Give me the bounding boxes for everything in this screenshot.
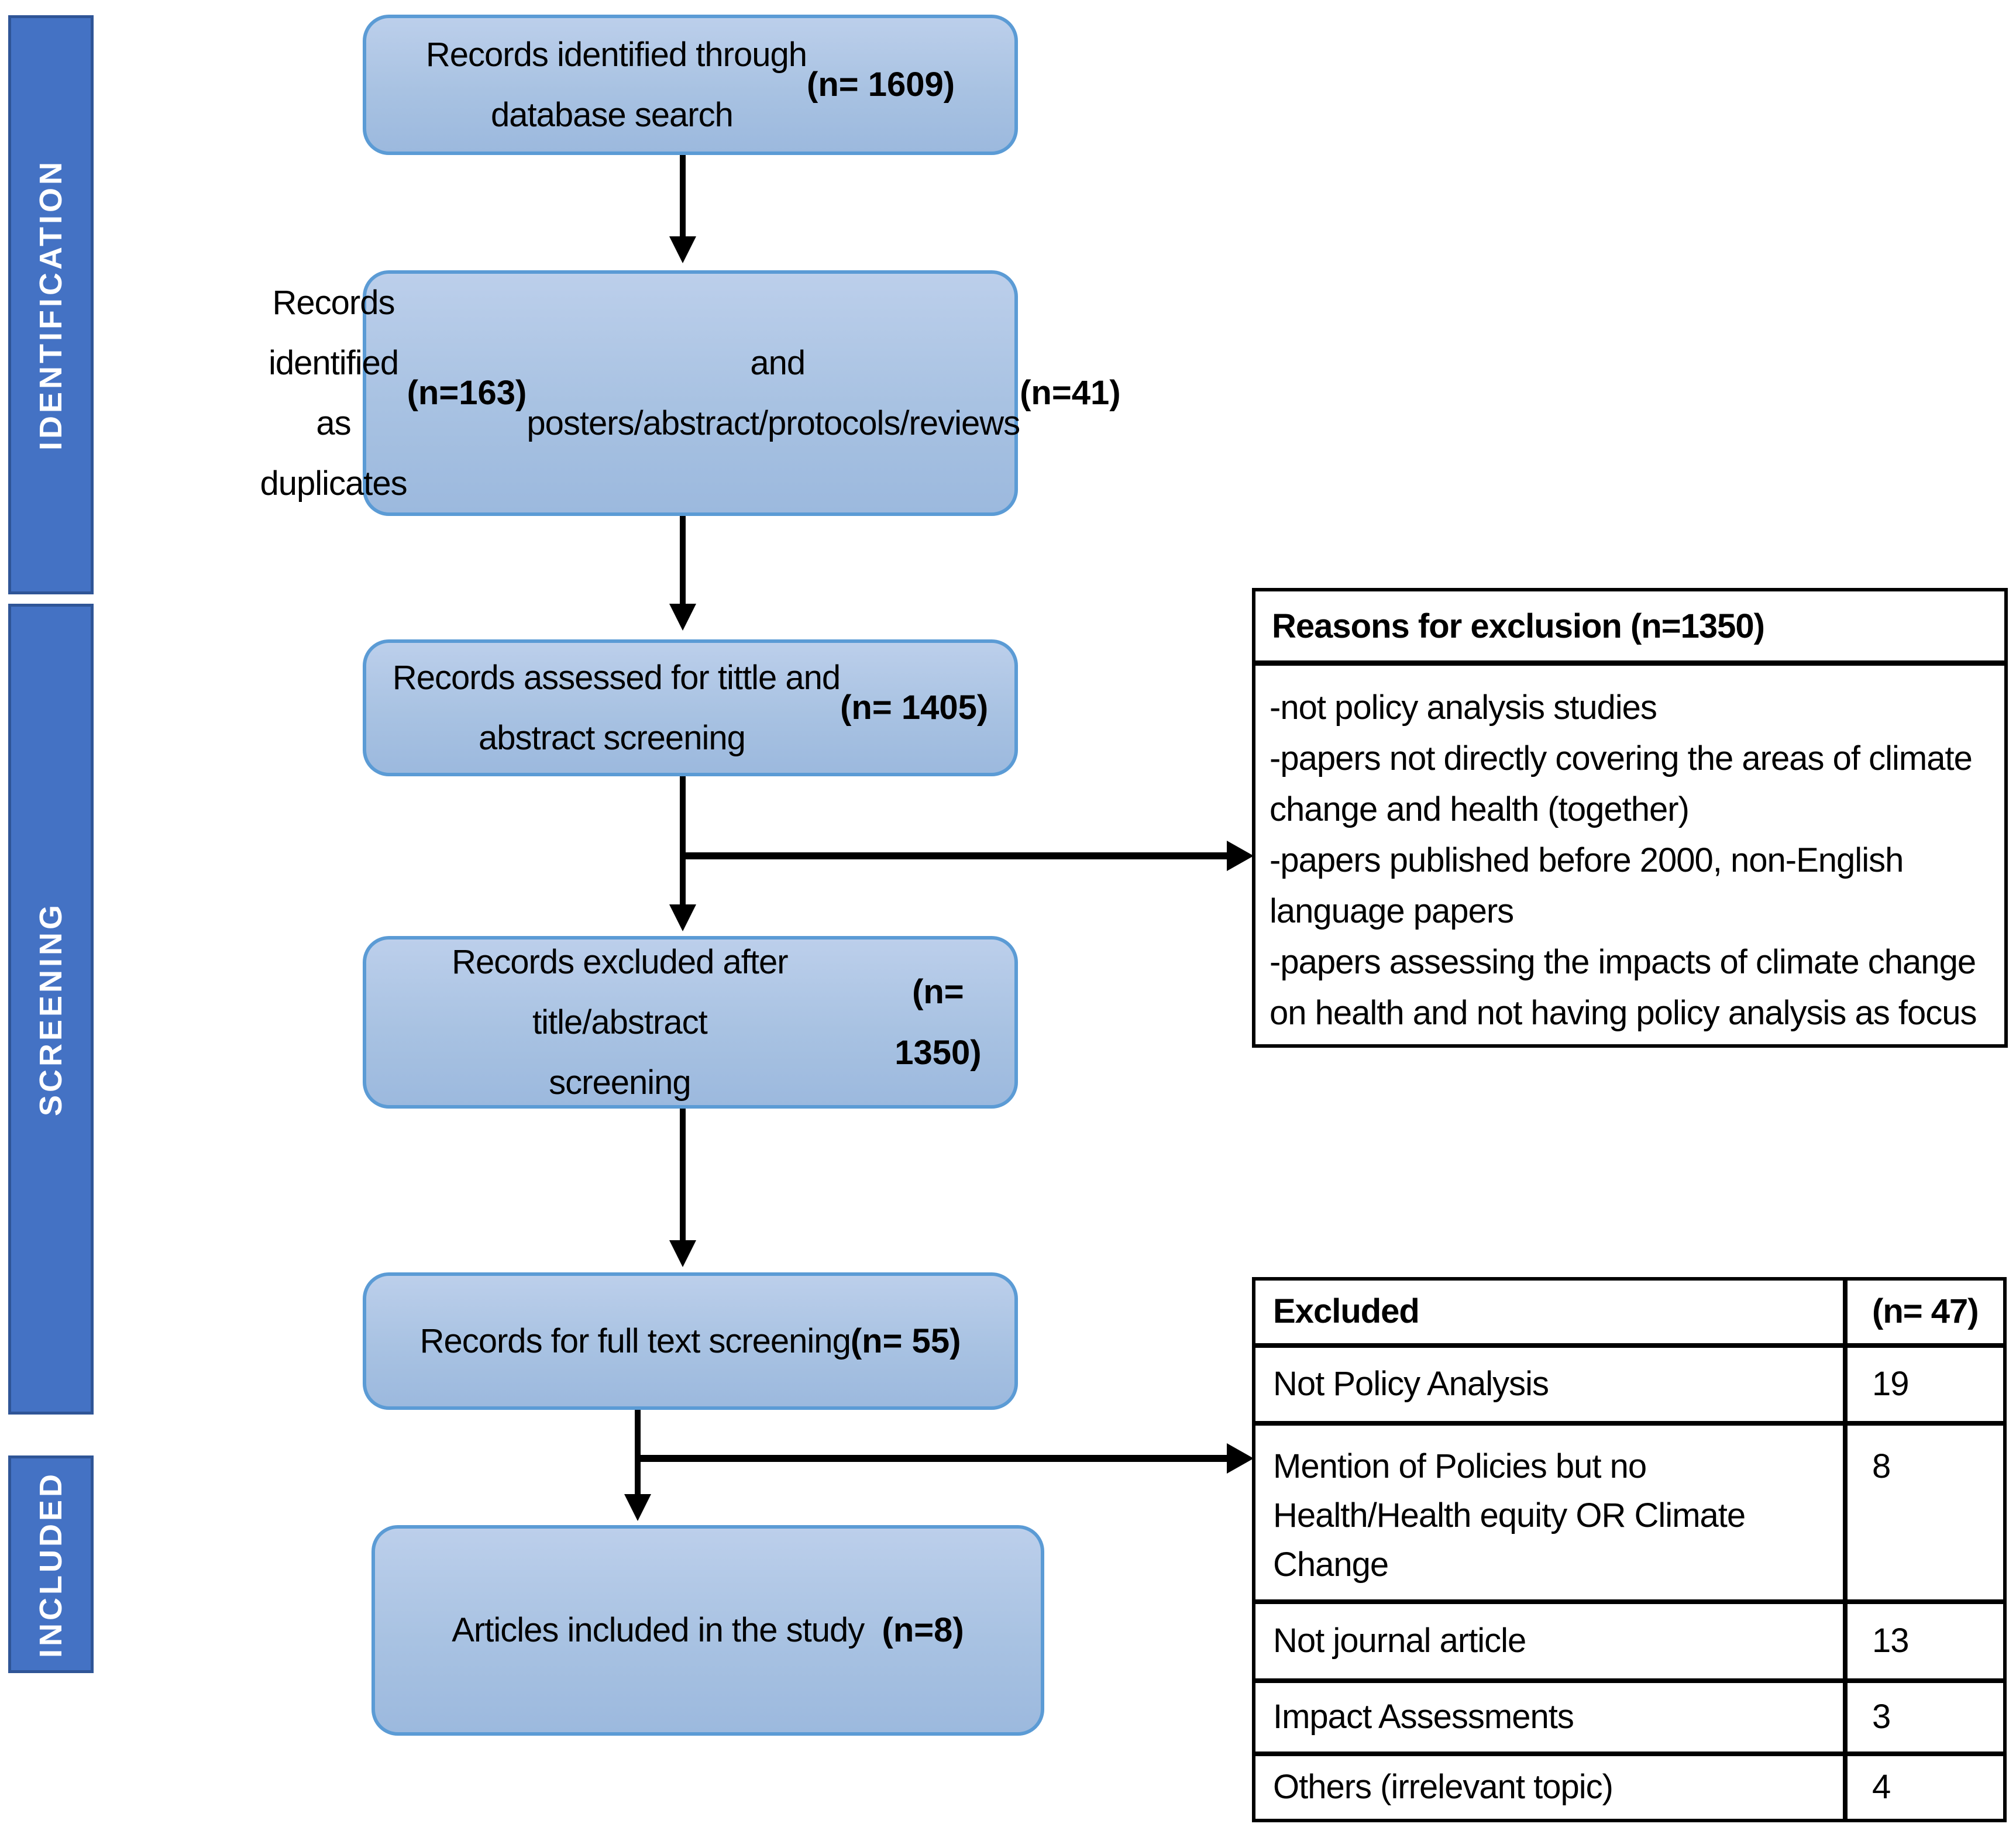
reason-item: -papers not directly covering the areas …	[1270, 739, 1973, 828]
table-cell-label: Mention of Policies but no Health/Health…	[1255, 1426, 1848, 1599]
table-cell-label: Not Policy Analysis	[1255, 1348, 1848, 1421]
table-header-count: (n= 47)	[1872, 1292, 1979, 1331]
excluded-table: Excluded (n= 47) Not Policy Analysis 19 …	[1252, 1277, 2007, 1822]
arrow-head-right-icon	[1227, 1443, 1254, 1474]
table-cell-count: 3	[1872, 1698, 1891, 1736]
table-cell-label: Impact Assessments	[1255, 1683, 1848, 1751]
arrow-line-excluded-to-fulltext	[680, 1109, 686, 1241]
phase-label-included: INCLUDED	[33, 1471, 68, 1658]
reason-item: -papers assessing the impacts of climate…	[1270, 943, 1977, 1032]
phase-bar-identification: IDENTIFICATION	[8, 15, 94, 594]
arrow-head-down-icon	[669, 1240, 696, 1267]
flow-box-full-text-screening: Records for full text screening (n= 55)	[363, 1272, 1018, 1410]
table-cell-count: 8	[1872, 1447, 1891, 1485]
table-header-row: Excluded (n= 47)	[1255, 1281, 2003, 1343]
arrow-line-screening-to-excluded	[680, 776, 686, 906]
branch-line-to-reasons-box	[680, 852, 1228, 859]
reasons-for-exclusion-box: Reasons for exclusion (n=1350) -not poli…	[1252, 588, 2008, 1048]
table-header-excluded: Excluded	[1255, 1281, 1848, 1343]
table-row: Impact Assessments 3	[1255, 1678, 2003, 1751]
reasons-box-body: -not policy analysis studies -papers not…	[1255, 666, 2004, 1044]
flow-box-records-identified: Records identified through database sear…	[363, 15, 1018, 155]
arrow-head-down-icon	[669, 904, 696, 931]
arrow-line-identified-to-duplicates	[680, 155, 686, 238]
phase-bar-screening: SCREENING	[8, 604, 94, 1415]
arrow-head-down-icon	[669, 236, 696, 263]
table-cell-count: 19	[1872, 1365, 1910, 1403]
arrow-line-fulltext-to-included	[635, 1410, 641, 1495]
table-row: Not Policy Analysis 19	[1255, 1343, 2003, 1421]
table-row: Others (irrelevant topic) 4	[1255, 1751, 2003, 1819]
branch-line-to-excluded-table	[635, 1455, 1228, 1462]
flow-box-articles-included: Articles included in the study (n=8)	[371, 1525, 1044, 1736]
reason-item: -not policy analysis studies	[1270, 689, 1657, 727]
arrow-head-right-icon	[1227, 841, 1254, 871]
table-row: Not journal article 13	[1255, 1599, 2003, 1678]
reason-item: -papers published before 2000, non-Engli…	[1270, 841, 1904, 930]
phase-label-identification: IDENTIFICATION	[33, 159, 68, 450]
arrow-head-down-icon	[669, 604, 696, 631]
table-row: Mention of Policies but no Health/Health…	[1255, 1421, 2003, 1599]
arrow-head-down-icon	[624, 1494, 651, 1521]
table-cell-label: Not journal article	[1255, 1604, 1848, 1678]
phase-label-screening: SCREENING	[33, 901, 68, 1117]
reasons-box-header: Reasons for exclusion (n=1350)	[1255, 591, 2004, 666]
flow-box-title-abstract-screening: Records assessed for tittle and abstract…	[363, 639, 1018, 776]
table-cell-count: 13	[1872, 1622, 1910, 1660]
flow-box-records-excluded: Records excluded after title/abstract sc…	[363, 936, 1018, 1109]
arrow-line-duplicates-to-screening	[680, 516, 686, 605]
flow-box-duplicates-removed: Records identified as duplicates (n=163)…	[260, 270, 1121, 516]
table-cell-count: 4	[1872, 1768, 1891, 1806]
table-cell-label: Others (irrelevant topic)	[1255, 1756, 1848, 1819]
phase-bar-included: INCLUDED	[8, 1455, 94, 1673]
